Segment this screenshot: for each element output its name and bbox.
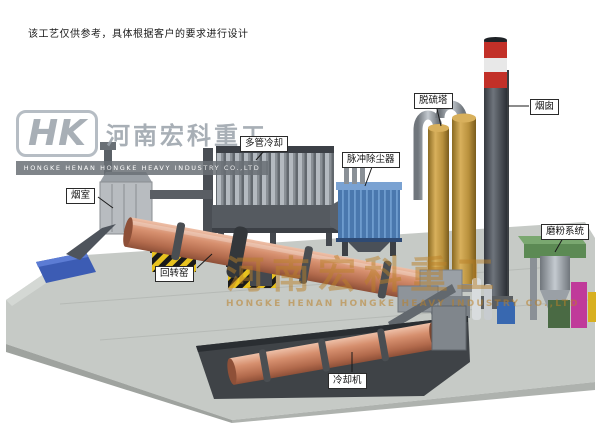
label-smoke-chamber: 烟室 (66, 188, 96, 205)
label-pulse-dust-collector: 脉冲除尘器 (342, 152, 400, 169)
pulse-dust-collector-graphic (336, 164, 402, 256)
disclaimer-text: 该工艺仅供参考，具体根据客户的要求进行设计 (28, 29, 249, 40)
grinding-system-graphic (497, 236, 596, 328)
label-cooling-machine: 冷却机 (328, 373, 367, 390)
label-chimney: 烟囱 (530, 99, 560, 116)
label-rotary-kiln: 回转窑 (155, 266, 194, 283)
kiln-head-equipment (388, 269, 492, 330)
logo-company-name-cn: 河南宏科重工 (106, 122, 269, 151)
company-logo: HK 河南宏科重工 HONGKE HENAN HONGKE HEAVY INDU… (16, 110, 269, 176)
label-desulfurization-tower: 脱硫塔 (414, 93, 453, 110)
rotary-kiln-graphic (123, 217, 438, 304)
cooling-machine-graphic (196, 305, 470, 399)
label-grinding-system: 磨粉系统 (541, 224, 590, 241)
desulfurization-towers-graphic (413, 100, 480, 292)
multi-tube-cooler-graphic (203, 146, 340, 246)
logo-hk-monogram: HK (16, 110, 99, 158)
logo-company-name-en: HONGKE HENAN HONGKE HEAVY INDUSTRY CO.,L… (16, 161, 269, 176)
label-multi-tube-cooler: 多管冷却 (240, 136, 289, 153)
chimney-graphic (479, 37, 513, 309)
